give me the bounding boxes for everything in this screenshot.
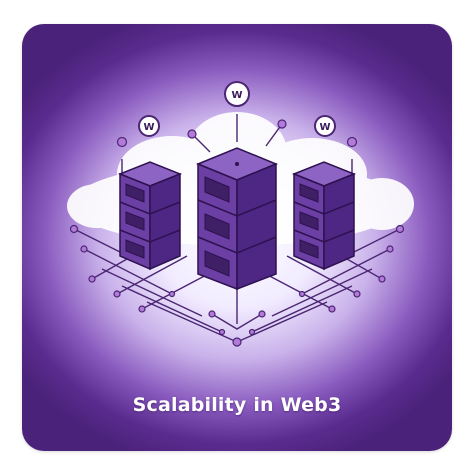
web3-node-badge-center: W	[224, 81, 250, 107]
web3-node-icon: W	[143, 122, 154, 133]
web3-node-icon: W	[319, 122, 330, 133]
illustration-title: Scalability in Web3	[132, 394, 342, 416]
illustration-card: W W W Scalability in Web3	[22, 24, 452, 451]
server-rack-left	[117, 161, 183, 271]
web3-node-badge-right: W	[314, 115, 336, 137]
server-rack-right	[291, 161, 357, 271]
web3-node-icon: W	[231, 90, 242, 101]
web3-node-badge-left: W	[138, 115, 160, 137]
server-rack-center	[196, 147, 278, 291]
network-nodes	[69, 119, 405, 347]
network-server-illustration: W W W	[67, 81, 414, 347]
